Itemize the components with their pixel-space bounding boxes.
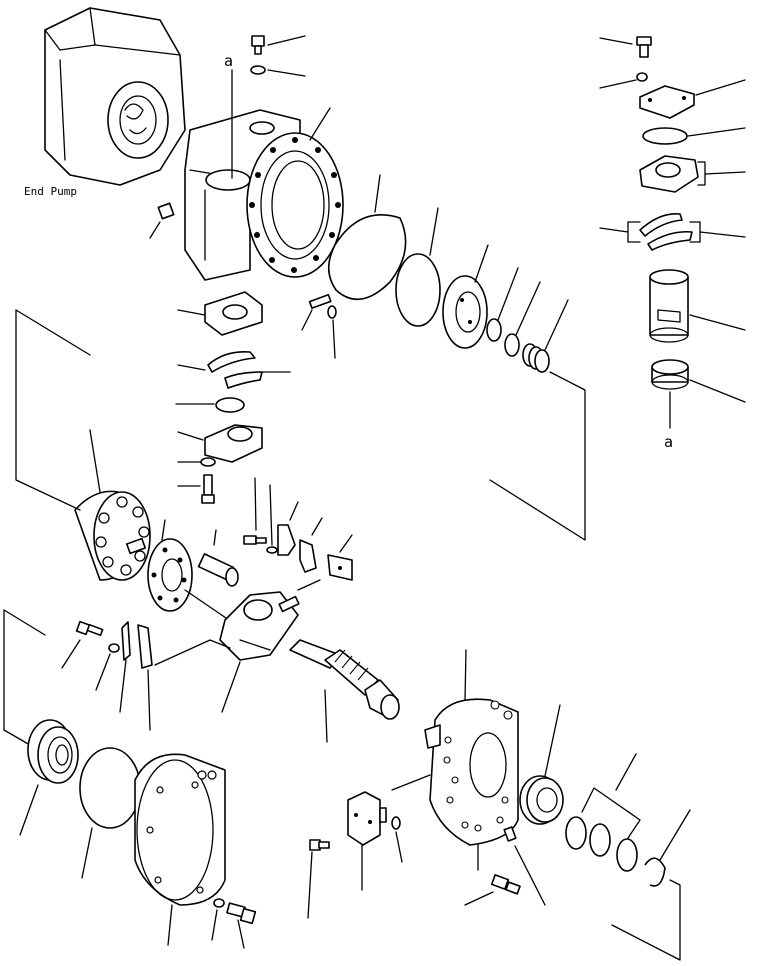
flange-upper bbox=[177, 291, 263, 336]
leader-guide bbox=[154, 639, 231, 666]
ref-label-a-top: a bbox=[224, 52, 233, 70]
washer-center bbox=[266, 484, 278, 554]
top-o-ring bbox=[250, 65, 306, 77]
leader-cylinder-top bbox=[15, 309, 91, 356]
flange-bolt bbox=[177, 474, 215, 504]
front-o-ring bbox=[79, 747, 141, 879]
bracket-pin bbox=[391, 816, 403, 863]
flange-o-ring bbox=[175, 397, 245, 413]
piston-shoe bbox=[197, 529, 239, 587]
guide-plate bbox=[277, 501, 299, 556]
guide-plate-2 bbox=[299, 517, 323, 573]
leader-cylinder-side bbox=[15, 309, 81, 511]
leader-valve bbox=[184, 589, 227, 619]
tr-cover-plate bbox=[639, 79, 746, 119]
snap-ring-2 bbox=[589, 823, 611, 857]
leader-cylinder bbox=[89, 429, 101, 493]
spring bbox=[522, 299, 569, 373]
left-washer bbox=[95, 643, 120, 691]
end-pump-label: End Pump bbox=[24, 185, 77, 198]
cylinder-block bbox=[74, 490, 151, 581]
small-ring-2 bbox=[504, 281, 541, 357]
large-gasket bbox=[327, 174, 407, 301]
cover-washer bbox=[211, 898, 225, 941]
tr-bolt bbox=[599, 36, 652, 58]
leader-plate bbox=[391, 774, 431, 791]
plate-bolt-2 bbox=[464, 874, 521, 906]
main-pump-body bbox=[184, 109, 344, 281]
leader-body bbox=[309, 107, 331, 141]
left-guide-2 bbox=[137, 624, 153, 731]
ref-label-a-right: a bbox=[664, 433, 673, 451]
side-plug bbox=[149, 202, 175, 239]
cover-bolt bbox=[226, 902, 257, 949]
stopper-block bbox=[327, 534, 353, 581]
small-ring-1 bbox=[486, 267, 519, 342]
bolt-center bbox=[243, 477, 267, 545]
left-bolt bbox=[61, 620, 104, 669]
port-plate bbox=[442, 244, 489, 349]
leader-snap-rings bbox=[581, 753, 641, 839]
pump-plate bbox=[424, 649, 519, 846]
bracket-bolt bbox=[307, 839, 330, 919]
plate-bolt bbox=[503, 826, 546, 906]
drive-shaft bbox=[289, 639, 400, 743]
tr-clamp-halves bbox=[599, 213, 746, 251]
flange-lower bbox=[177, 424, 263, 463]
leader-circlip bbox=[611, 879, 681, 961]
front-cover bbox=[134, 753, 226, 946]
leader-seal-top bbox=[3, 609, 46, 636]
leader-swash bbox=[221, 661, 241, 713]
gear-bracket bbox=[347, 791, 387, 891]
dowel-pin bbox=[301, 293, 337, 359]
circlip bbox=[644, 809, 691, 887]
valve-plate bbox=[147, 519, 193, 612]
tr-seal-ring bbox=[651, 359, 746, 403]
tr-o-ring bbox=[642, 127, 746, 145]
oil-seal bbox=[19, 719, 79, 836]
tr-flange bbox=[639, 155, 746, 193]
leader-seal-side bbox=[3, 609, 31, 746]
leader-bracket-spring bbox=[489, 371, 586, 541]
tr-sleeve bbox=[649, 269, 746, 343]
bearing bbox=[519, 704, 564, 825]
top-plug-bolt bbox=[251, 35, 306, 55]
leader-stopper bbox=[297, 579, 321, 591]
half-clamp-pair bbox=[177, 350, 291, 389]
left-guide bbox=[119, 621, 131, 713]
snap-ring-3 bbox=[616, 838, 638, 872]
tr-washer bbox=[599, 72, 648, 89]
large-o-ring bbox=[395, 207, 441, 327]
swash-plate bbox=[219, 591, 300, 661]
flange-washer bbox=[177, 457, 216, 467]
snap-ring-1 bbox=[565, 816, 587, 850]
end-pump-housing bbox=[44, 7, 186, 186]
